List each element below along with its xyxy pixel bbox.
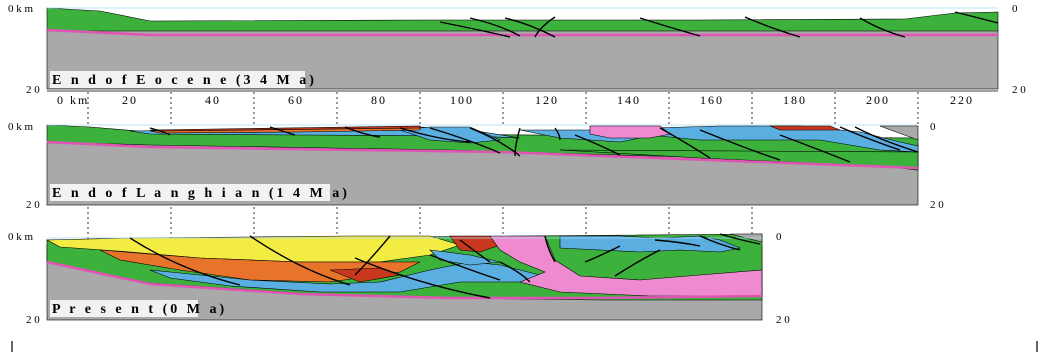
fault (459, 239, 491, 263)
fault (429, 254, 501, 281)
red-layer (149, 125, 421, 132)
distance-tick-label: 180 (783, 93, 807, 107)
pink-layer (589, 125, 671, 139)
fault (534, 16, 556, 38)
fault (659, 127, 711, 159)
fault (719, 233, 761, 245)
depth-top-label: 0 k m (8, 121, 34, 133)
fault (854, 126, 919, 153)
fault (584, 245, 621, 263)
basement-area (879, 125, 919, 141)
pink-horizon (46, 140, 919, 170)
fault (859, 17, 906, 38)
distance-tick-label: 60 (288, 93, 304, 107)
fault (504, 17, 556, 38)
distance-tick-label: 220 (950, 93, 974, 107)
pink-horizon (46, 260, 763, 300)
depth-top-label: 0 k m (8, 231, 34, 243)
fault (344, 126, 381, 138)
depth-top-label: 0 k m (8, 3, 34, 15)
fault (544, 235, 556, 263)
distance-tick-label: 100 (450, 93, 474, 107)
fault (469, 17, 521, 37)
fault (249, 235, 351, 286)
fault (514, 127, 521, 157)
panel-caption: E n d o f E o c e n e (3 4 M a) (52, 73, 317, 88)
green-layer (46, 7, 999, 32)
fault (639, 17, 701, 37)
distance-tick-label: 140 (617, 93, 641, 107)
fault (149, 127, 171, 136)
caption-background (50, 71, 305, 88)
fault (354, 235, 391, 276)
panel-eocene: E n d o f E o c e n e (3 4 M a) 0 k m 2 … (8, 3, 1026, 96)
distance-tick-label: 40 (205, 93, 221, 107)
fault (469, 127, 521, 157)
panel-langhian: E n d o f L a n g h i a n (1 4 M a) 0 k … (8, 121, 944, 211)
fault (779, 134, 851, 163)
fault (499, 261, 531, 283)
fault (429, 127, 501, 154)
fault (699, 129, 781, 161)
fault (654, 239, 701, 247)
fault (839, 126, 901, 151)
red-layer (449, 235, 501, 253)
panel-caption: P r e s e n t (0 M a) (52, 302, 227, 317)
depth-bottom-label: 2 0 (26, 314, 40, 326)
panel-caption: E n d o f L a n g h i a n (1 4 M a) (52, 186, 350, 201)
fault (439, 21, 511, 38)
fault (354, 257, 491, 299)
fault (744, 16, 801, 38)
depth-bottom-label: 2 0 (26, 84, 40, 96)
depth-top-right-label: 0 (930, 121, 936, 133)
fault (129, 237, 241, 286)
distance-tick-label: 200 (866, 93, 890, 107)
fault (699, 235, 741, 251)
fault (614, 249, 661, 277)
distance-axis: 0 km 20 40 60 80 100 120 140 160 180 200… (47, 90, 998, 240)
distance-axis-unit: 0 km (57, 93, 89, 107)
caption-background (50, 300, 198, 317)
pink-horizon (46, 28, 998, 37)
fault (399, 127, 471, 143)
caption-background (50, 184, 330, 201)
fault (554, 127, 561, 141)
distance-tick-label: 80 (371, 93, 387, 107)
red-layer (769, 125, 841, 131)
depth-bottom-right-label: 2 0 (1012, 84, 1026, 96)
depth-bottom-right-label: 2 0 (776, 314, 790, 326)
fault (574, 134, 621, 156)
depth-bottom-right-label: 2 0 (930, 199, 944, 211)
panel-present: P r e s e n t (0 M a) 0 k m 2 0 0 2 0 (8, 231, 790, 326)
distance-tick-label: 20 (122, 93, 138, 107)
distance-tick-label: 160 (700, 93, 724, 107)
fault (954, 11, 999, 24)
fault (269, 126, 296, 136)
grid-ticks (87, 92, 919, 240)
depth-top-right-label: 0 (1012, 3, 1018, 15)
depth-top-right-label: 0 (776, 231, 782, 243)
depth-bottom-label: 2 0 (26, 199, 40, 211)
distance-tick-label: 120 (535, 93, 559, 107)
